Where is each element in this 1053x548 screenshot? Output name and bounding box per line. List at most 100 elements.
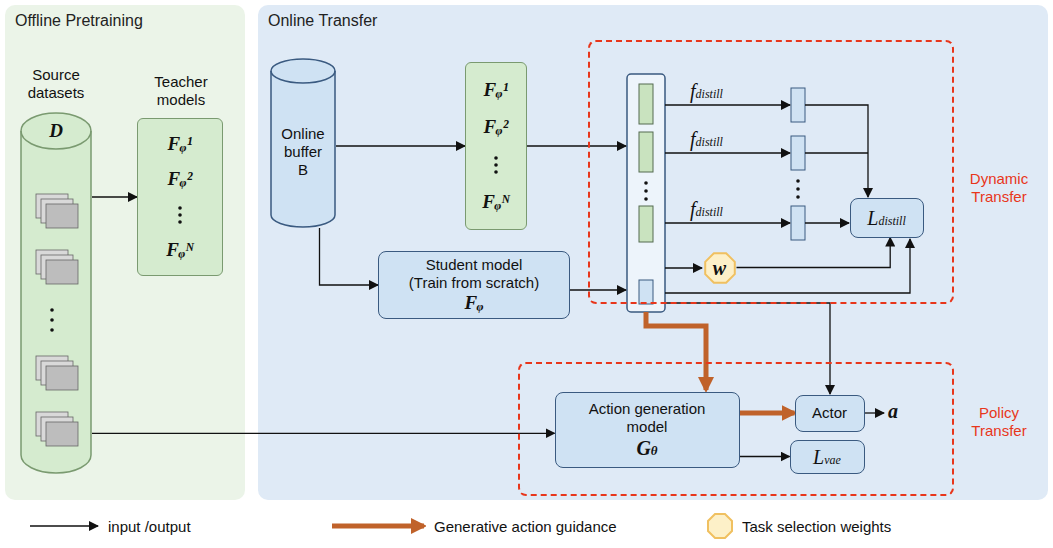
feature-column bbox=[627, 74, 665, 312]
node-text: Fᵩ¹ bbox=[168, 133, 193, 155]
ellipsis-dots bbox=[493, 154, 499, 176]
ellipsis-dot bbox=[50, 328, 54, 332]
legend-text: Task selection weights bbox=[742, 518, 891, 535]
teacher-feature bbox=[639, 132, 653, 172]
process-box: Ldistill bbox=[850, 198, 924, 238]
stage-panel: Online TransferOnline bufferB Fᵩ¹ Fᵩ² FᵩᴺSt… bbox=[258, 5, 1048, 500]
legend-item: input /output bbox=[28, 512, 191, 540]
teacher-box: Fᵩ¹ Fᵩ² Fᵩᴺ bbox=[465, 62, 527, 230]
image-stack bbox=[46, 260, 78, 284]
node-text: Gθ bbox=[636, 436, 657, 460]
node-text: Fᵩ² bbox=[168, 168, 193, 190]
node-text: Action generation model bbox=[580, 400, 715, 436]
distill-arrow bbox=[665, 222, 790, 223]
cylinder-body bbox=[271, 59, 335, 227]
distill-label: fdistill bbox=[690, 79, 723, 103]
node-text: Online buffer bbox=[273, 125, 333, 161]
panel-background bbox=[258, 5, 1048, 500]
ellipsis-dot bbox=[178, 206, 182, 210]
ellipsis-dots-icon bbox=[177, 204, 183, 226]
legend-arrow bbox=[30, 525, 98, 526]
distill-arrow bbox=[665, 104, 790, 105]
node-text: Fᵩ¹ bbox=[484, 79, 509, 101]
ellipsis-dot bbox=[494, 170, 498, 174]
legend-sample bbox=[706, 512, 734, 540]
ellipsis-dot bbox=[494, 156, 498, 160]
ellipsis-dot bbox=[178, 220, 182, 224]
cylinder-outline bbox=[20, 112, 92, 474]
buffer-cylinder: Online bufferB bbox=[270, 58, 336, 228]
ellipsis-dot bbox=[796, 195, 800, 199]
legend-octagon bbox=[708, 514, 732, 538]
loss-arrow bbox=[805, 222, 849, 223]
distill-label: fdistill bbox=[690, 127, 723, 151]
loss-arrow bbox=[805, 105, 868, 197]
distilled-feature bbox=[791, 88, 805, 122]
node-heading: Offline Pretraining bbox=[15, 11, 143, 30]
action-label: a bbox=[888, 399, 898, 423]
flow-arrow bbox=[92, 433, 555, 434]
actor-input-arrow bbox=[665, 303, 830, 394]
cylinder-body bbox=[21, 113, 91, 473]
legend-sample bbox=[28, 512, 100, 540]
cylinder-rim bbox=[271, 71, 335, 83]
node-text: Lvae bbox=[813, 445, 841, 469]
flow-arrow bbox=[320, 228, 379, 285]
ellipsis-dot bbox=[796, 179, 800, 183]
flow-arrow bbox=[740, 456, 790, 457]
node-heading: Policy Transfer bbox=[956, 404, 1042, 440]
legend-text: Generative action guidance bbox=[434, 518, 617, 535]
image-stack bbox=[46, 422, 78, 446]
process-box: Actor bbox=[795, 395, 865, 432]
feature-arrow bbox=[527, 145, 626, 146]
distill-arrow bbox=[665, 152, 790, 153]
legend-sample bbox=[330, 512, 426, 540]
node-text: Fᵩᴺ bbox=[482, 191, 509, 213]
teacher-box: Teacher modelsFᵩ¹Fᵩ²Fᵩᴺ bbox=[137, 118, 223, 276]
distilled-feature bbox=[791, 136, 805, 170]
node-heading: Teacher models bbox=[134, 73, 228, 109]
node-heading: Online Transfer bbox=[268, 11, 377, 30]
node-text: Ldistill bbox=[867, 206, 905, 230]
legend-item: Generative action guidance bbox=[330, 512, 617, 540]
node-text: w bbox=[713, 258, 726, 278]
loss-line bbox=[805, 152, 868, 153]
flow-arrow bbox=[92, 196, 137, 197]
legend-guidance-arrow bbox=[332, 524, 424, 529]
student-feature bbox=[639, 280, 653, 304]
transfer-region: Policy TransferAction generation modelGθ… bbox=[518, 362, 954, 496]
ellipsis-dot bbox=[494, 163, 498, 167]
node-text: Student model (Train from scratch) bbox=[407, 256, 542, 292]
node-heading: Dynamic Transfer bbox=[956, 170, 1042, 206]
node-text: Fᵩᴺ bbox=[166, 239, 193, 261]
ellipsis-dot bbox=[644, 197, 648, 201]
feature-arrow bbox=[570, 289, 626, 290]
guidance-arrow bbox=[740, 411, 795, 416]
node-heading: Source datasets bbox=[14, 66, 98, 102]
teacher-feature bbox=[639, 206, 653, 242]
ellipsis-dot bbox=[644, 189, 648, 193]
distill-label: fdistill bbox=[690, 197, 723, 221]
panel-background bbox=[5, 5, 245, 500]
legend-text: input /output bbox=[108, 518, 191, 535]
guidance-arrow bbox=[646, 312, 706, 390]
teacher-feature bbox=[639, 84, 653, 124]
flow-arrow bbox=[336, 145, 465, 146]
node-text: Fᵩ² bbox=[484, 116, 509, 138]
node-text: B bbox=[298, 161, 308, 179]
process-box: Action generation modelGθ bbox=[555, 392, 740, 468]
action-output-arrow bbox=[865, 412, 884, 413]
transfer-region: Dynamic TransferLdistillw bbox=[588, 40, 954, 304]
ellipsis-dot bbox=[50, 318, 54, 322]
stage-panel: Offline PretrainingSource datasetsDTeach… bbox=[5, 5, 245, 500]
ellipsis-dots-icon bbox=[493, 154, 499, 176]
flow-arrow bbox=[737, 238, 891, 268]
process-box: Student model (Train from scratch)Fᵩ bbox=[378, 251, 570, 319]
process-box: Lvae bbox=[790, 440, 865, 474]
ellipsis-dots bbox=[177, 204, 183, 226]
distilled-feature bbox=[791, 206, 805, 240]
node-text: Actor bbox=[812, 404, 847, 422]
legend-item: Task selection weights bbox=[706, 512, 891, 540]
weight-octagon: w bbox=[703, 251, 737, 285]
